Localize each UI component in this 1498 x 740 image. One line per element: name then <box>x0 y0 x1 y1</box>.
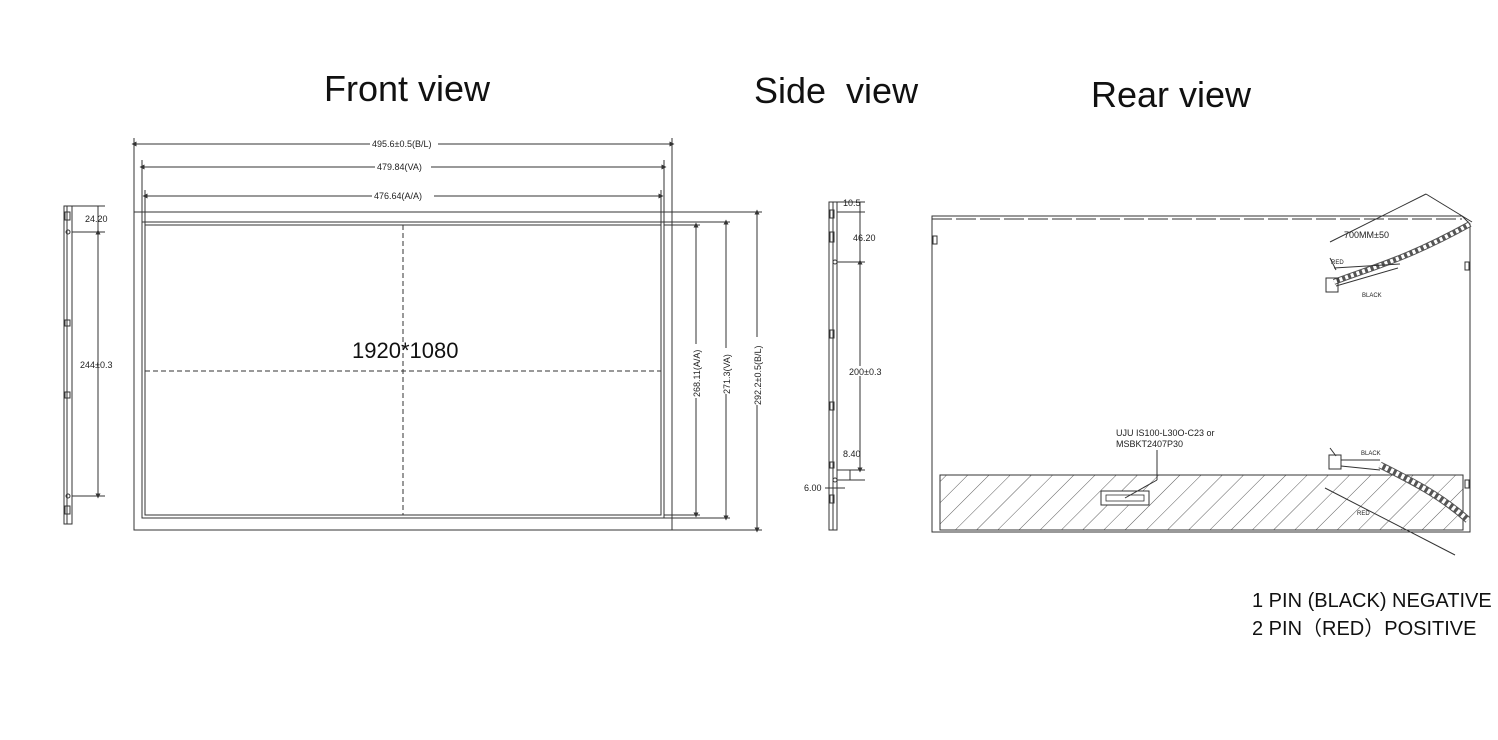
height-bl-label: 292.2±0.5(B/L) <box>753 346 763 405</box>
side-bottom-offset-label: 6.00 <box>804 483 822 493</box>
pin-2-note: 2 PIN（RED）POSITIVE <box>1252 618 1477 640</box>
rear-cable-bottom <box>1324 447 1471 556</box>
rear-view-title: Rear view <box>1091 74 1252 115</box>
width-va-label: 479.84(VA) <box>377 162 422 172</box>
side-thickness-label: 10.5 <box>843 198 861 208</box>
pin-notes: 1 PIN (BLACK) NEGATIVE 2 PIN（RED）POSITIV… <box>1252 587 1492 643</box>
resolution-label: 1920*1080 <box>352 338 458 363</box>
width-bl-label: 495.6±0.5(B/L) <box>372 139 431 149</box>
front-view-title: Front view <box>324 68 491 109</box>
wire-red-label: RED <box>1331 260 1344 266</box>
connector-label-2: MSBKT2407P30 <box>1116 439 1183 449</box>
side-view-title: Side view <box>754 70 919 111</box>
edge-top-offset-label: 24.20 <box>85 214 108 224</box>
wire-red-lower-label: RED <box>1357 511 1370 517</box>
height-aa-label: 268.11(A/A) <box>692 350 702 397</box>
rear-board-hatched <box>939 474 1464 531</box>
pin-1-note: 1 PIN (BLACK) NEGATIVE <box>1252 590 1492 612</box>
rear-cable-top <box>1325 193 1473 293</box>
wire-black-lower-label: BLACK <box>1361 451 1381 457</box>
edge-mount-pitch-label: 244±0.3 <box>80 360 112 370</box>
rear-view-outline <box>931 215 1471 533</box>
side-view-profile <box>825 201 865 531</box>
front-view-outline <box>131 138 762 533</box>
width-aa-label: 476.64(A/A) <box>374 191 422 201</box>
side-mount-pitch-label: 200±0.3 <box>849 367 881 377</box>
connector-label-1: UJU IS100-L30O-C23 or <box>1116 428 1215 438</box>
side-lower-offset-label: 8.40 <box>843 449 861 459</box>
cable-length-label: 700MM±50 <box>1344 230 1389 240</box>
side-top-offset-label: 46.20 <box>853 233 876 243</box>
wire-black-label: BLACK <box>1362 293 1382 299</box>
height-va-label: 271.3(VA) <box>722 354 732 394</box>
front-edge-profile <box>63 205 105 525</box>
